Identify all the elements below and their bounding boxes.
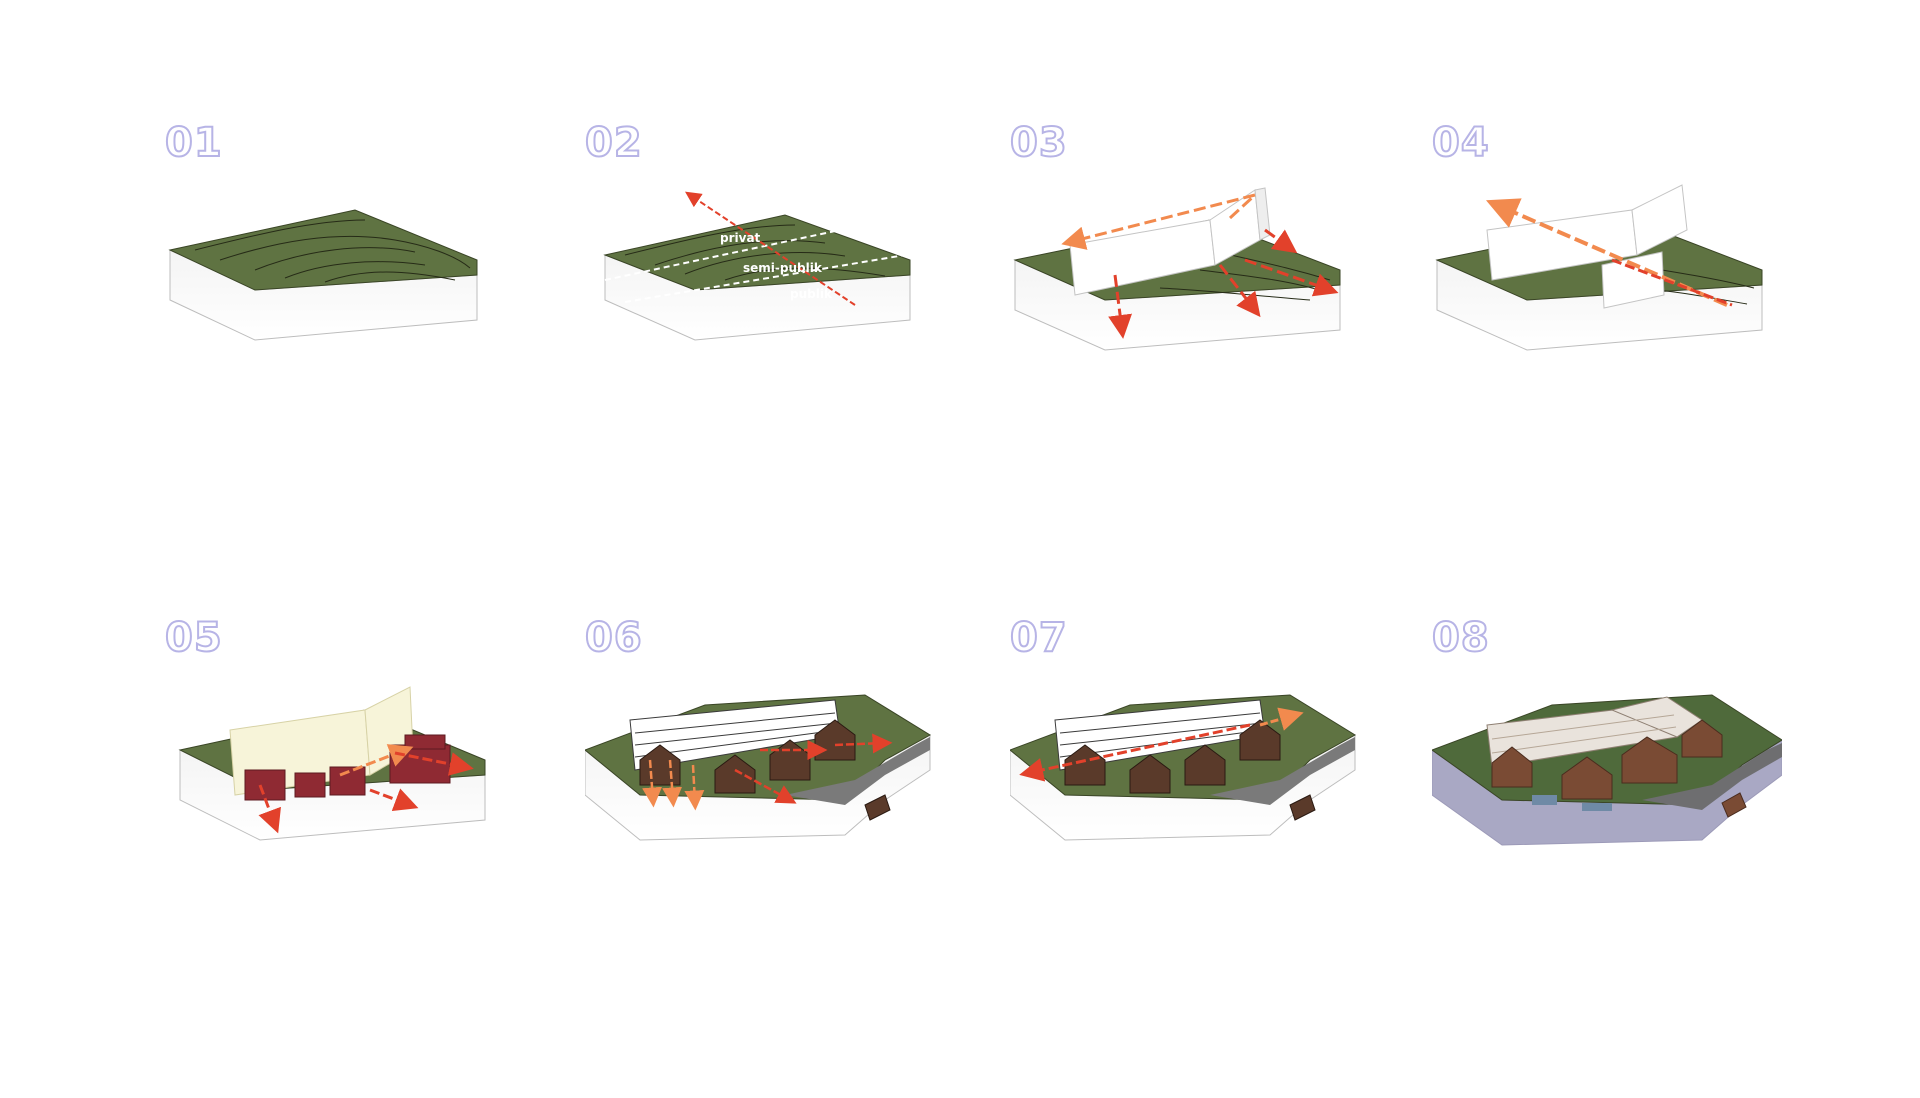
- linking-axis-arrow: [1019, 723, 1251, 782]
- privacy-gradient-arrow: [685, 191, 856, 306]
- terrain-diagram: [168, 209, 478, 341]
- massing-diagram: [178, 686, 486, 841]
- step-panel-04: 04: [1431, 119, 1852, 420]
- step-number: 04: [1431, 119, 1490, 167]
- step-number: 06: [584, 614, 643, 662]
- step-number: 02: [584, 119, 643, 167]
- building-mass: [1069, 187, 1271, 296]
- step-number: 03: [1009, 119, 1068, 167]
- zone-label-publik: publik: [790, 287, 833, 301]
- building-mass: [1486, 184, 1688, 309]
- detailed-building-diagram: [585, 694, 931, 841]
- terrain-surface: [168, 209, 478, 291]
- step-number: 08: [1431, 614, 1490, 662]
- step-panel-06: 06: [584, 614, 1005, 915]
- main-axis-arrow: [1485, 198, 1728, 307]
- step-panel-02: 02 privat semi-publik publik: [584, 119, 1005, 420]
- step-number: 05: [164, 614, 223, 662]
- detailed-building-diagram: [1010, 694, 1356, 841]
- step-panel-01: 01: [164, 119, 585, 420]
- step-panel-05: 05: [164, 614, 585, 915]
- axis-diagram: [1435, 184, 1763, 351]
- zone-label-privat: privat: [720, 231, 761, 245]
- step-panel-07: 07: [1009, 614, 1430, 915]
- step-panel-03: 03: [1009, 119, 1430, 420]
- zoning-diagram: privat semi-publik publik: [603, 191, 911, 341]
- zone-boundaries: [604, 229, 906, 303]
- step-panel-08: 08: [1431, 614, 1852, 915]
- contour-lines: [194, 219, 471, 283]
- circulation-diagram: [1013, 187, 1341, 351]
- step-number: 07: [1009, 614, 1068, 662]
- zone-label-semi-publik: semi-publik: [743, 261, 823, 275]
- rendered-model: [1432, 694, 1782, 846]
- step-number: 01: [164, 119, 223, 167]
